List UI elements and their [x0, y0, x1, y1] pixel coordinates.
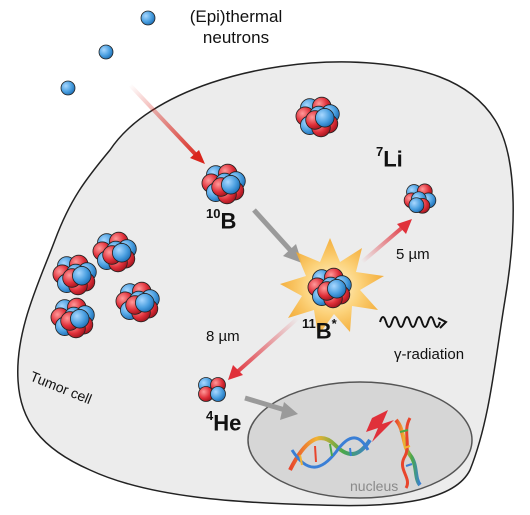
boron-nucleus [50, 297, 95, 339]
boron10-label: 10B [206, 206, 237, 234]
boron11-label: 11B* [302, 316, 337, 344]
lightning-bolt-icon [366, 410, 394, 442]
boron10-nucleus [201, 163, 246, 205]
neutrons-title: (Epi)thermal neutrons [176, 6, 296, 48]
capture-arrow [252, 208, 302, 263]
helium4-symbol: He [213, 410, 242, 436]
boron-nucleus [295, 96, 340, 138]
boron11-mass: 11 [302, 316, 316, 331]
helium4-label: 4He [206, 408, 242, 436]
helium4-nucleus [198, 377, 226, 402]
dna-strand-left-icon [288, 436, 372, 471]
boron-nucleus [92, 231, 137, 273]
lithium7-label: 7Li [376, 144, 403, 172]
neutron-particle [98, 44, 114, 60]
neutron-particle [140, 10, 156, 26]
neutrons-title-line2: neutrons [202, 28, 270, 47]
boron11-excited: * [331, 316, 337, 331]
boron11-symbol: B [315, 318, 332, 344]
lithium7-nucleus [403, 183, 437, 214]
boron10-symbol: B [220, 208, 237, 234]
dna-strand-right-icon [394, 417, 422, 489]
neutron-arrow [128, 83, 205, 164]
gamma-radiation-label: γ-radiation [394, 346, 465, 363]
boron10-mass: 10 [206, 206, 221, 221]
lithium-arrow [360, 219, 412, 264]
boron11-nucleus [307, 267, 352, 309]
neutrons-title-line1: (Epi)thermal [189, 7, 283, 26]
boron-nucleus [52, 254, 97, 296]
lithium7-mass: 7 [376, 144, 384, 159]
neutron-particle [60, 80, 76, 96]
lithium-range-label: 5 µm [396, 246, 430, 263]
helium-to-nucleus-arrow [244, 395, 298, 420]
nucleus-label: nucleus [350, 478, 399, 494]
helium-arrow [228, 316, 300, 380]
helium-range-label: 8 µm [206, 328, 240, 345]
helium4-mass: 4 [206, 408, 214, 423]
boron-nucleus [115, 281, 160, 323]
lithium7-symbol: Li [383, 146, 403, 172]
gamma-wave-icon [379, 316, 448, 329]
